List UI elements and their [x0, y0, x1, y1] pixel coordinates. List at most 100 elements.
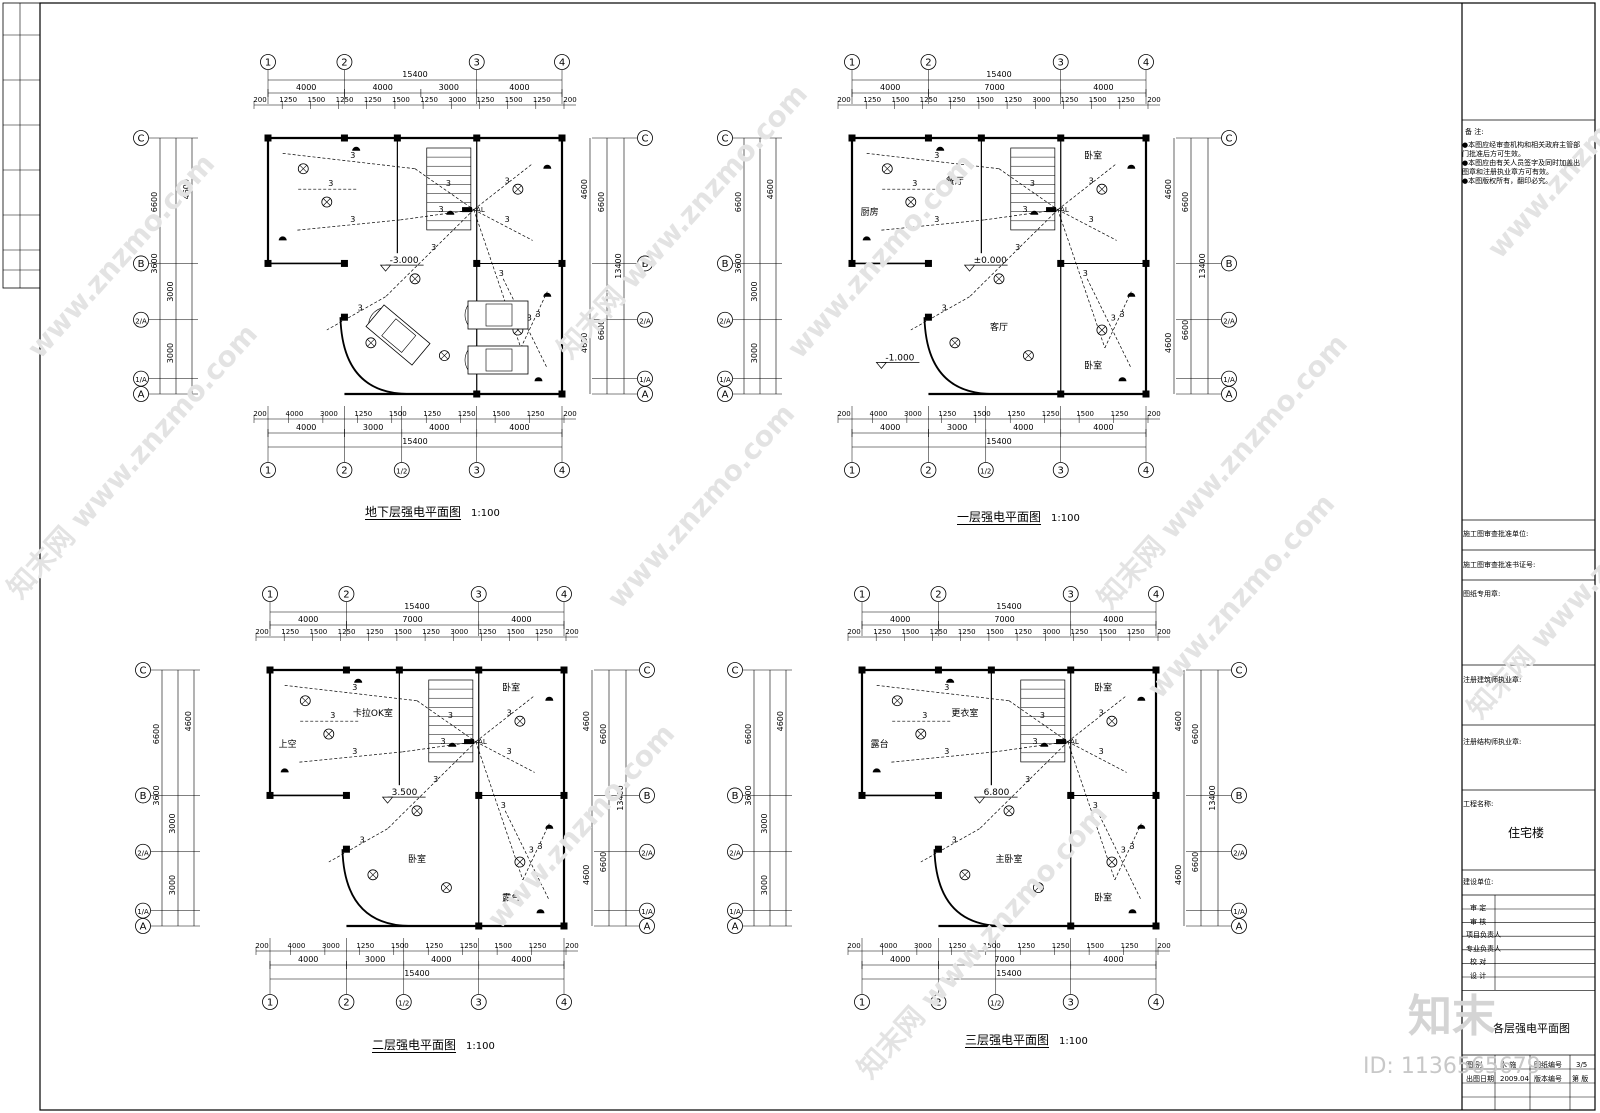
column [342, 666, 350, 674]
wire-count: 3 [1099, 747, 1104, 756]
car-roof [381, 318, 417, 353]
wire-count: 3 [922, 711, 927, 720]
axis-label: C [1226, 134, 1233, 145]
room-name: 更衣室 [951, 707, 978, 719]
axis-right-bubble [639, 662, 655, 678]
wire-run [1057, 209, 1117, 241]
axis-label: 1/2 [398, 1000, 409, 1008]
axis-top-bubble [468, 54, 485, 70]
axis-label: 2 [925, 58, 931, 69]
axis-bottom-bubble [844, 462, 860, 478]
wire-count: 3 [1030, 179, 1035, 188]
dim-fine: 1500 [389, 410, 407, 418]
tb-project-name: 住宅楼 [1508, 826, 1545, 840]
wire-count: 3 [1025, 775, 1030, 784]
axis-label: 3 [1058, 58, 1064, 69]
dim-fine: 1250 [425, 942, 443, 950]
tb-stamp: 图纸专用章: [1463, 590, 1501, 598]
wire-run [1057, 163, 1117, 210]
wire-run [297, 219, 401, 231]
tb-discipline-label: 图 别 [1466, 1061, 1483, 1069]
axis-right-bubble [1231, 787, 1247, 804]
stair [1010, 147, 1056, 231]
axis-label: 1/A [641, 908, 653, 916]
dim-fine: 1250 [873, 628, 891, 636]
dim-fine: 1250 [354, 410, 372, 418]
socket-icon [1118, 377, 1127, 382]
elevation-value: 6.800 [984, 788, 1010, 798]
wire-count: 3 [328, 179, 333, 188]
axis-label: 2/A [1233, 849, 1245, 857]
column [924, 134, 932, 142]
dim-segment: 4000 [890, 615, 910, 624]
axis-bottom-bubble [977, 462, 994, 478]
axis-right-bubble [1221, 386, 1237, 402]
lamp-cross [1098, 326, 1106, 334]
dim-fine: 3000 [904, 410, 922, 418]
axis-label: 1 [849, 58, 855, 69]
axis-label: 1 [859, 590, 865, 601]
axis-label: A [644, 922, 651, 933]
dim-total: 15400 [986, 70, 1011, 79]
dim-fine: 200 [563, 96, 576, 104]
room-name: 卡拉OK室 [353, 707, 393, 719]
axis-label: 3 [476, 590, 482, 601]
wire-run [1096, 810, 1142, 901]
room-name: 卧室 [1094, 681, 1112, 693]
dim-segment: 3000 [947, 423, 967, 432]
car-front [368, 307, 382, 324]
elevation-value: ±0.000 [974, 256, 1008, 266]
dim-vertical: 6600 [150, 192, 159, 212]
axis-top-bubble [470, 586, 487, 602]
column [1057, 259, 1065, 267]
walls [858, 666, 1160, 930]
dim-fine: 3000 [450, 628, 468, 636]
axis-bottom-bubble [262, 994, 278, 1010]
dim-fine: 1250 [364, 96, 382, 104]
room-name: 卧室 [502, 681, 520, 693]
tb-review-unit: 施工图审查批准单位: [1463, 530, 1529, 538]
dim-vertical: 4600 [766, 179, 775, 199]
lamp-cross [301, 697, 309, 705]
axis-top-bubble [556, 586, 572, 602]
axis-label: A [642, 390, 649, 401]
axis-right-bubble [639, 787, 655, 804]
dim-fine: 200 [563, 410, 576, 418]
dim-vertical: 3600 [744, 785, 753, 805]
axis-right-bubble [637, 255, 653, 272]
column [264, 134, 272, 142]
lamp-cross [299, 165, 307, 173]
wire-run [387, 741, 477, 829]
lamp-cross [883, 165, 891, 173]
wire-run [284, 685, 418, 702]
tb-sheet-no: 3/5 [1576, 1061, 1588, 1069]
axis-right-bubble [637, 386, 653, 402]
lamp-cross [1108, 858, 1116, 866]
left-strip [2, 2, 41, 289]
dim-fine: 1250 [336, 96, 354, 104]
axis-label: 1/2 [990, 1000, 1001, 1008]
curved-wall [933, 849, 1004, 927]
wire-run [414, 168, 475, 210]
axis-top-bubble [262, 586, 278, 602]
dim-vertical: 3000 [750, 281, 759, 301]
axis-top-bubble [920, 54, 937, 70]
axis-right-bubble [1221, 255, 1237, 272]
wire-count: 3 [529, 846, 534, 855]
dim-vertical: 3000 [166, 343, 175, 363]
axis-label: 3 [474, 466, 480, 477]
axis-label: C [140, 666, 147, 677]
socket-icon [545, 696, 554, 701]
dim-vertical: 3000 [168, 813, 177, 833]
column [266, 791, 274, 799]
dim-fine: 1500 [1076, 410, 1094, 418]
socket-icon [1137, 824, 1146, 829]
column [558, 134, 566, 142]
dim-segment: 4000 [296, 83, 316, 92]
axis-label: C [644, 666, 651, 677]
dim-vertical: 4600 [580, 179, 589, 199]
axis-bottom-bubble [556, 994, 572, 1010]
dim-segment: 4000 [880, 83, 900, 92]
column [934, 791, 942, 799]
dim-fine: 1250 [535, 628, 553, 636]
